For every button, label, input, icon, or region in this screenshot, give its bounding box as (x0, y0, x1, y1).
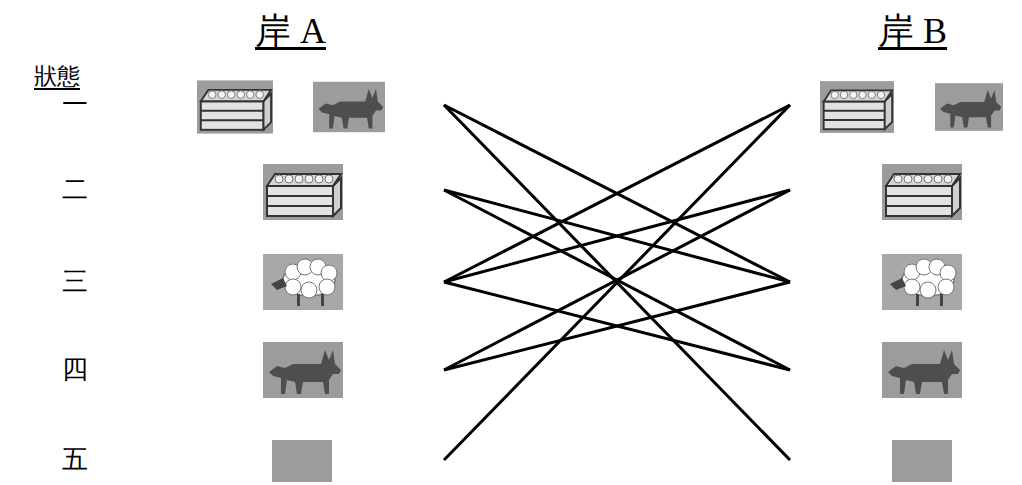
state-row-a: 二 (40, 156, 444, 224)
transition-line (444, 282, 790, 370)
wolf-icon (313, 82, 385, 132)
state-row-b (790, 426, 1014, 485)
transition-line (444, 105, 790, 282)
wolf-icon (263, 342, 343, 398)
state-row-a: 一 (40, 71, 444, 139)
state-number: 四 (62, 356, 88, 385)
state-number: 三 (62, 268, 88, 297)
transition-line (444, 190, 790, 282)
sheep-icon (263, 254, 343, 310)
crate-icon (820, 81, 894, 133)
crate-icon (263, 164, 343, 220)
state-row-b (790, 336, 1014, 404)
state-row-a: 五 (40, 426, 444, 485)
state-number: 一 (62, 91, 88, 120)
bank-heading: 岸 A (255, 12, 326, 52)
bank-heading: 岸 B (878, 12, 947, 52)
empty-icon (892, 440, 952, 482)
state-number: 二 (62, 176, 88, 205)
state-row-b (790, 156, 1014, 224)
state-number: 五 (62, 446, 88, 475)
transition-line (444, 282, 790, 370)
crate-icon (197, 80, 273, 133)
transition-line (444, 105, 790, 460)
sheep-icon (882, 254, 962, 310)
state-row-b (790, 71, 1014, 139)
state-row-a: 四 (40, 336, 444, 404)
empty-icon (272, 440, 332, 482)
wolf-icon (882, 342, 962, 398)
state-row-b (790, 248, 1014, 316)
transition-line (444, 190, 790, 282)
transition-line (444, 105, 790, 282)
transition-line (444, 190, 790, 370)
crate-icon (882, 164, 962, 220)
wolf-icon (935, 83, 1003, 131)
state-row-a: 三 (40, 248, 444, 316)
transition-line (444, 190, 790, 370)
transition-line (444, 105, 790, 460)
column-heading: 狀態 (34, 64, 80, 89)
